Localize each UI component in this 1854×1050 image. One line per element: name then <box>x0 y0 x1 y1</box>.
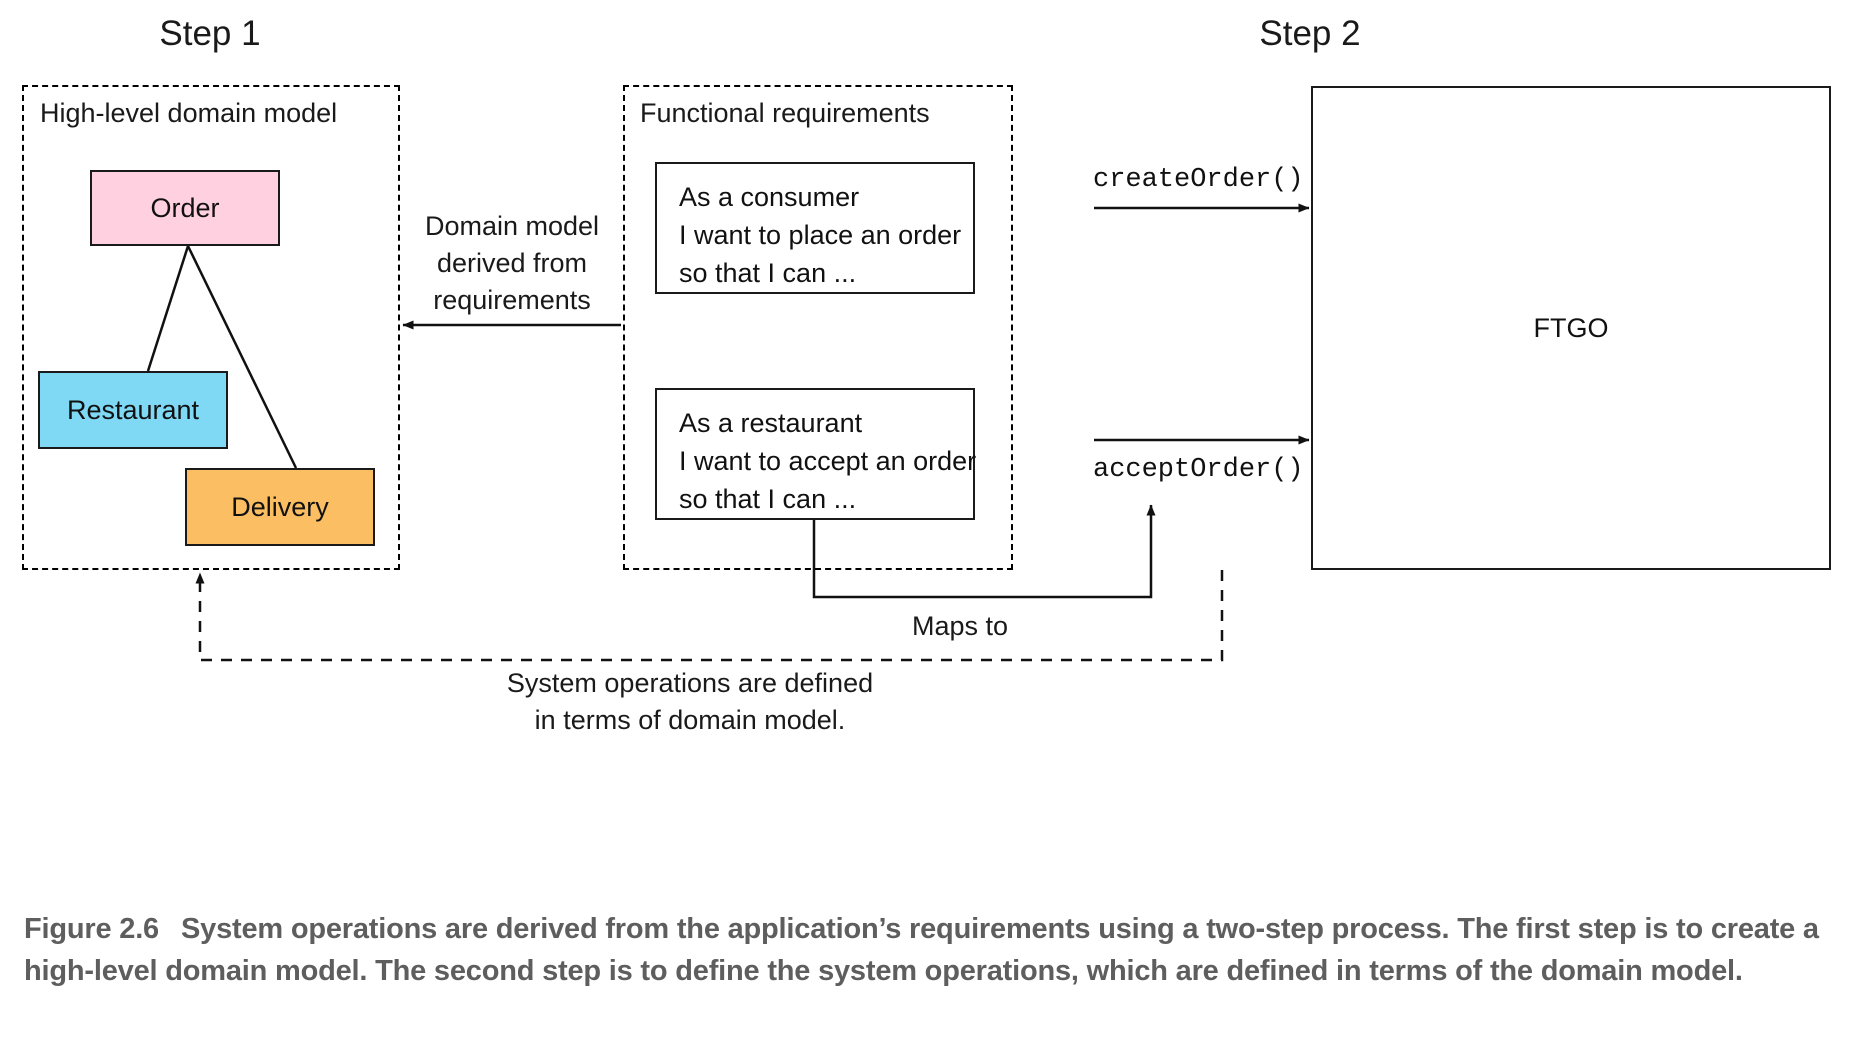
annotation-line: in terms of domain model. <box>534 705 846 735</box>
user-story-box-restaurant[interactable]: As a restaurant I want to accept an orde… <box>655 388 977 520</box>
user-story-line: so that I can ... <box>679 258 857 288</box>
entity-label-order: Order <box>150 192 220 223</box>
annotation-derived-from: Domain model derived from requirements <box>412 208 612 319</box>
annotation-maps-to: Maps to <box>911 611 1009 641</box>
entity-box-restaurant[interactable]: Restaurant <box>38 371 228 449</box>
annotation-line: System operations are defined <box>506 668 874 698</box>
user-story-box-consumer[interactable]: As a consumer I want to place an order s… <box>655 162 975 294</box>
operation-label-create-order: createOrder() <box>1093 165 1304 195</box>
figure-caption-number: Figure 2.6 <box>24 913 159 945</box>
user-story-line: As a restaurant <box>679 408 863 438</box>
annotation-line: requirements <box>433 285 591 315</box>
annotation-system-operations: System operations are defined in terms o… <box>440 665 940 739</box>
step-1-title: Step 1 <box>159 14 261 53</box>
step-2-title: Step 2 <box>1259 14 1361 53</box>
domain-model-group <box>22 85 400 570</box>
figure-caption-text: System operations are derived from the a… <box>24 913 1819 987</box>
entity-label-delivery: Delivery <box>231 491 329 522</box>
system-box-label: FTGO <box>1533 312 1609 343</box>
annotation-line: derived from <box>436 248 588 278</box>
arrow-system-operations-feedback <box>195 570 1224 662</box>
entity-box-delivery[interactable]: Delivery <box>185 468 375 546</box>
functional-requirements-group-label: Functional requirements <box>640 98 930 128</box>
domain-model-group-label: High-level domain model <box>40 98 338 128</box>
entity-box-order[interactable]: Order <box>90 170 280 246</box>
user-story-line: As a consumer <box>679 182 860 212</box>
annotation-line: Domain model <box>424 211 600 241</box>
entity-label-restaurant: Restaurant <box>66 394 200 425</box>
user-story-line: so that I can ... <box>679 484 857 514</box>
system-box-ftgo[interactable]: FTGO <box>1311 86 1831 570</box>
operation-label-accept-order: acceptOrder() <box>1093 455 1304 485</box>
user-story-line: I want to place an order <box>679 220 962 250</box>
user-story-line: I want to accept an order <box>679 446 977 476</box>
